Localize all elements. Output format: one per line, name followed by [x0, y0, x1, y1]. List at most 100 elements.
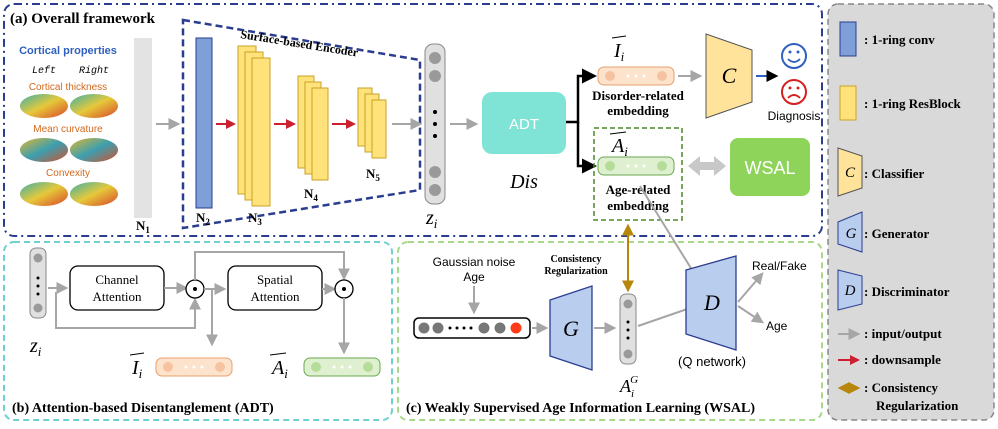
brain-convexity-left — [20, 182, 68, 206]
prop-thickness-label: Cortical thickness — [29, 82, 107, 93]
age-embedding-box — [593, 127, 683, 221]
disorder-face-icon — [781, 79, 807, 105]
n4-label: N4 — [304, 186, 318, 203]
legend-consistency-label: : Consistency — [864, 380, 939, 395]
generated-age-vector — [619, 293, 637, 365]
disorder-embedding-label-1: Disorder-related — [592, 88, 684, 103]
brain-thickness-left — [20, 94, 68, 118]
panel-c-border — [397, 241, 823, 421]
discriminator-label: D — [703, 290, 720, 315]
n2-label: N2 — [196, 210, 210, 227]
n5-label: N5 — [366, 166, 380, 183]
adt-label: ADT — [509, 116, 539, 133]
i-label-b: Ii — [131, 357, 143, 381]
classifier-label: C — [722, 63, 737, 88]
healthy-face-icon — [781, 43, 807, 69]
spatial-attention-label-1: Spatial — [257, 272, 293, 287]
noise-input-vector — [413, 317, 531, 339]
n3-label: N3 — [248, 210, 262, 227]
adt-block — [482, 92, 566, 154]
skip-z-odot1 — [55, 292, 201, 329]
arrow-age-output — [737, 305, 764, 324]
q-network-label: (Q network) — [678, 354, 746, 369]
cortical-heading: Cortical properties — [19, 45, 117, 57]
panel-wsal: (c) Weakly Supervised Age Information Le… — [397, 185, 823, 421]
panel-b-border — [3, 241, 393, 421]
legend-consistency-label-2: Regularization — [876, 398, 959, 413]
generator-label: G — [563, 316, 579, 341]
panel-overall-framework: (a) Overall framework Cortical propertie… — [3, 3, 823, 237]
latent-vector-z — [424, 43, 446, 205]
channel-attention-label-2: Attention — [92, 289, 142, 304]
brain-convexity-right — [70, 182, 118, 206]
real-fake-label: Real/Fake — [752, 259, 807, 273]
channel-attention-label-1: Channel — [95, 272, 139, 287]
resblock-stack-n5 — [357, 87, 387, 159]
age-input-label: Age — [463, 270, 485, 284]
panel-c-title: (c) Weakly Supervised Age Information Le… — [406, 401, 755, 416]
spatial-attention-label-2: Attention — [250, 289, 300, 304]
legend-downsample-label: : downsample — [864, 352, 941, 367]
prop-curvature-label: Mean curvature — [33, 124, 103, 135]
left-label: Left — [32, 65, 56, 77]
age-embedding-vector — [597, 156, 675, 176]
consistency-label-1: Consistency — [550, 254, 601, 265]
right-label: Right — [79, 65, 109, 77]
resblock-stack-n3 — [237, 45, 271, 207]
age-embedding-vector-b — [303, 357, 381, 377]
legend-discriminator-symbol: D — [844, 283, 856, 299]
ag-label: AiG — [619, 374, 638, 400]
age-embedding-label-2: embedding — [607, 198, 669, 213]
arrow-real-fake — [737, 272, 764, 303]
arrow-adt-age — [576, 122, 597, 174]
wsal-label: WSAL — [744, 158, 795, 178]
prop-convexity-label: Convexity — [46, 168, 90, 179]
panel-a-border — [3, 3, 823, 237]
legend-io-label: : input/output — [864, 326, 942, 341]
legend-resblock-label: : 1-ring ResBlock — [864, 96, 962, 111]
consistency-label-2: Regularization — [544, 266, 608, 277]
panel-a-title: (a) Overall framework — [10, 11, 156, 27]
cortical-properties: Cortical properties Left Right Cortical … — [19, 45, 118, 206]
bidirectional-arrow-wsal — [688, 156, 726, 176]
panel-b-title: (b) Attention-based Disentanglement (ADT… — [12, 401, 274, 416]
legend-classifier-symbol: C — [845, 165, 856, 181]
conv-layer-n2 — [195, 37, 213, 209]
input-layer-n1 — [134, 38, 152, 218]
discriminator-block — [685, 255, 737, 351]
latent-vector-z-b — [29, 247, 47, 319]
brain-curvature-right — [70, 138, 118, 162]
legend-generator-swatch — [837, 211, 863, 253]
brain-thickness-right — [70, 94, 118, 118]
wsal-block — [730, 138, 810, 196]
disorder-embedding-vector-b — [155, 357, 233, 377]
legend-conv-label: : 1-ring conv — [864, 32, 935, 47]
dis-label: Dis — [509, 171, 538, 193]
classifier-block — [705, 33, 753, 119]
legend: : 1-ring conv : 1-ring ResBlock C : Clas… — [827, 3, 995, 421]
legend-generator-symbol: G — [846, 226, 857, 242]
encoder-trapezoid — [181, 18, 422, 230]
diagnosis-label: Diagnosis — [768, 109, 821, 123]
n1-label: N1 — [136, 218, 150, 235]
arrow-adt-disorder — [566, 68, 597, 124]
a-label-b: Ai — [270, 357, 288, 381]
z-label: zi — [425, 207, 438, 231]
legend-panel — [827, 3, 995, 421]
legend-conv-swatch — [839, 21, 857, 57]
i-label: Ii — [613, 40, 625, 64]
legend-discriminator-label: : Discriminator — [864, 284, 950, 299]
generator-block — [549, 285, 593, 371]
legend-classifier-label: : Classifier — [864, 166, 925, 181]
resblock-stack-n4 — [297, 75, 329, 181]
legend-discriminator-swatch — [837, 269, 863, 311]
panel-adt: (b) Attention-based Disentanglement (ADT… — [3, 241, 393, 421]
skip-odot1-odot2 — [194, 251, 350, 281]
legend-classifier-swatch — [837, 147, 863, 197]
disorder-embedding-label-2: embedding — [607, 103, 669, 118]
a-label: Ai — [610, 135, 628, 159]
age-output-label: Age — [766, 319, 788, 333]
legend-resblock-swatch — [839, 85, 857, 121]
brain-curvature-left — [20, 138, 68, 162]
